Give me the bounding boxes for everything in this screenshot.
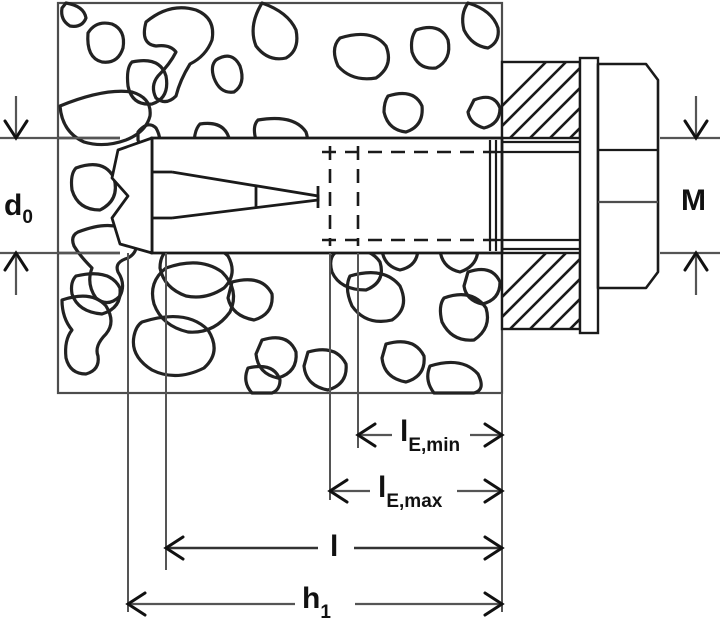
lEmin-arrowhead-right	[483, 422, 505, 448]
witness-lines	[127, 253, 503, 612]
plate-hatch-upper	[502, 62, 580, 138]
lEmax-arrowhead-left	[327, 478, 349, 504]
dimension-label-h1: h1	[302, 582, 331, 623]
l-label-mask	[318, 528, 354, 570]
hex-nut-body	[596, 62, 660, 290]
dimension-label-l: l	[330, 530, 338, 563]
washer	[578, 56, 600, 335]
expansion-sleeve-split	[152, 170, 320, 220]
dimension-label-lEmax: lE,max	[378, 471, 443, 512]
l-arrowhead-right	[483, 535, 505, 561]
M-arrowhead-bottom	[683, 250, 709, 272]
l-arrowhead-left	[163, 535, 185, 561]
fixture-plate	[500, 60, 582, 331]
h1-arrowhead-right	[483, 591, 505, 617]
dimension-d0	[0, 96, 120, 295]
dimension-label-lEmin: lE,min	[400, 415, 460, 456]
h1-label-mask	[295, 580, 355, 624]
rod-shank	[488, 140, 580, 251]
dimension-lEmin	[355, 414, 505, 456]
lEmin-arrowhead-left	[355, 422, 377, 448]
hex-nut	[596, 62, 660, 290]
lEmax-arrowhead-right	[483, 478, 505, 504]
dimension-h1	[125, 580, 505, 624]
h1-arrowhead-left	[125, 591, 147, 617]
expander-cone-body	[110, 136, 154, 255]
dimension-M	[660, 96, 720, 295]
d0-arrowhead-top	[3, 119, 29, 141]
dimension-l	[163, 528, 505, 570]
lEmax-label-mask	[370, 470, 457, 512]
dimension-label-d0: d0	[4, 189, 33, 228]
M-arrowhead-top	[683, 119, 709, 141]
d0-arrowhead-bottom	[3, 250, 29, 272]
threaded-rod	[322, 146, 502, 246]
dimension-label-M: M	[681, 184, 706, 217]
plate-hatch-lower	[502, 253, 580, 329]
lEmin-label-mask	[392, 414, 470, 456]
dimension-lEmax	[327, 470, 505, 512]
plate-clearance-hole	[502, 140, 580, 251]
washer-body	[578, 56, 600, 335]
expander-cone	[110, 136, 154, 255]
